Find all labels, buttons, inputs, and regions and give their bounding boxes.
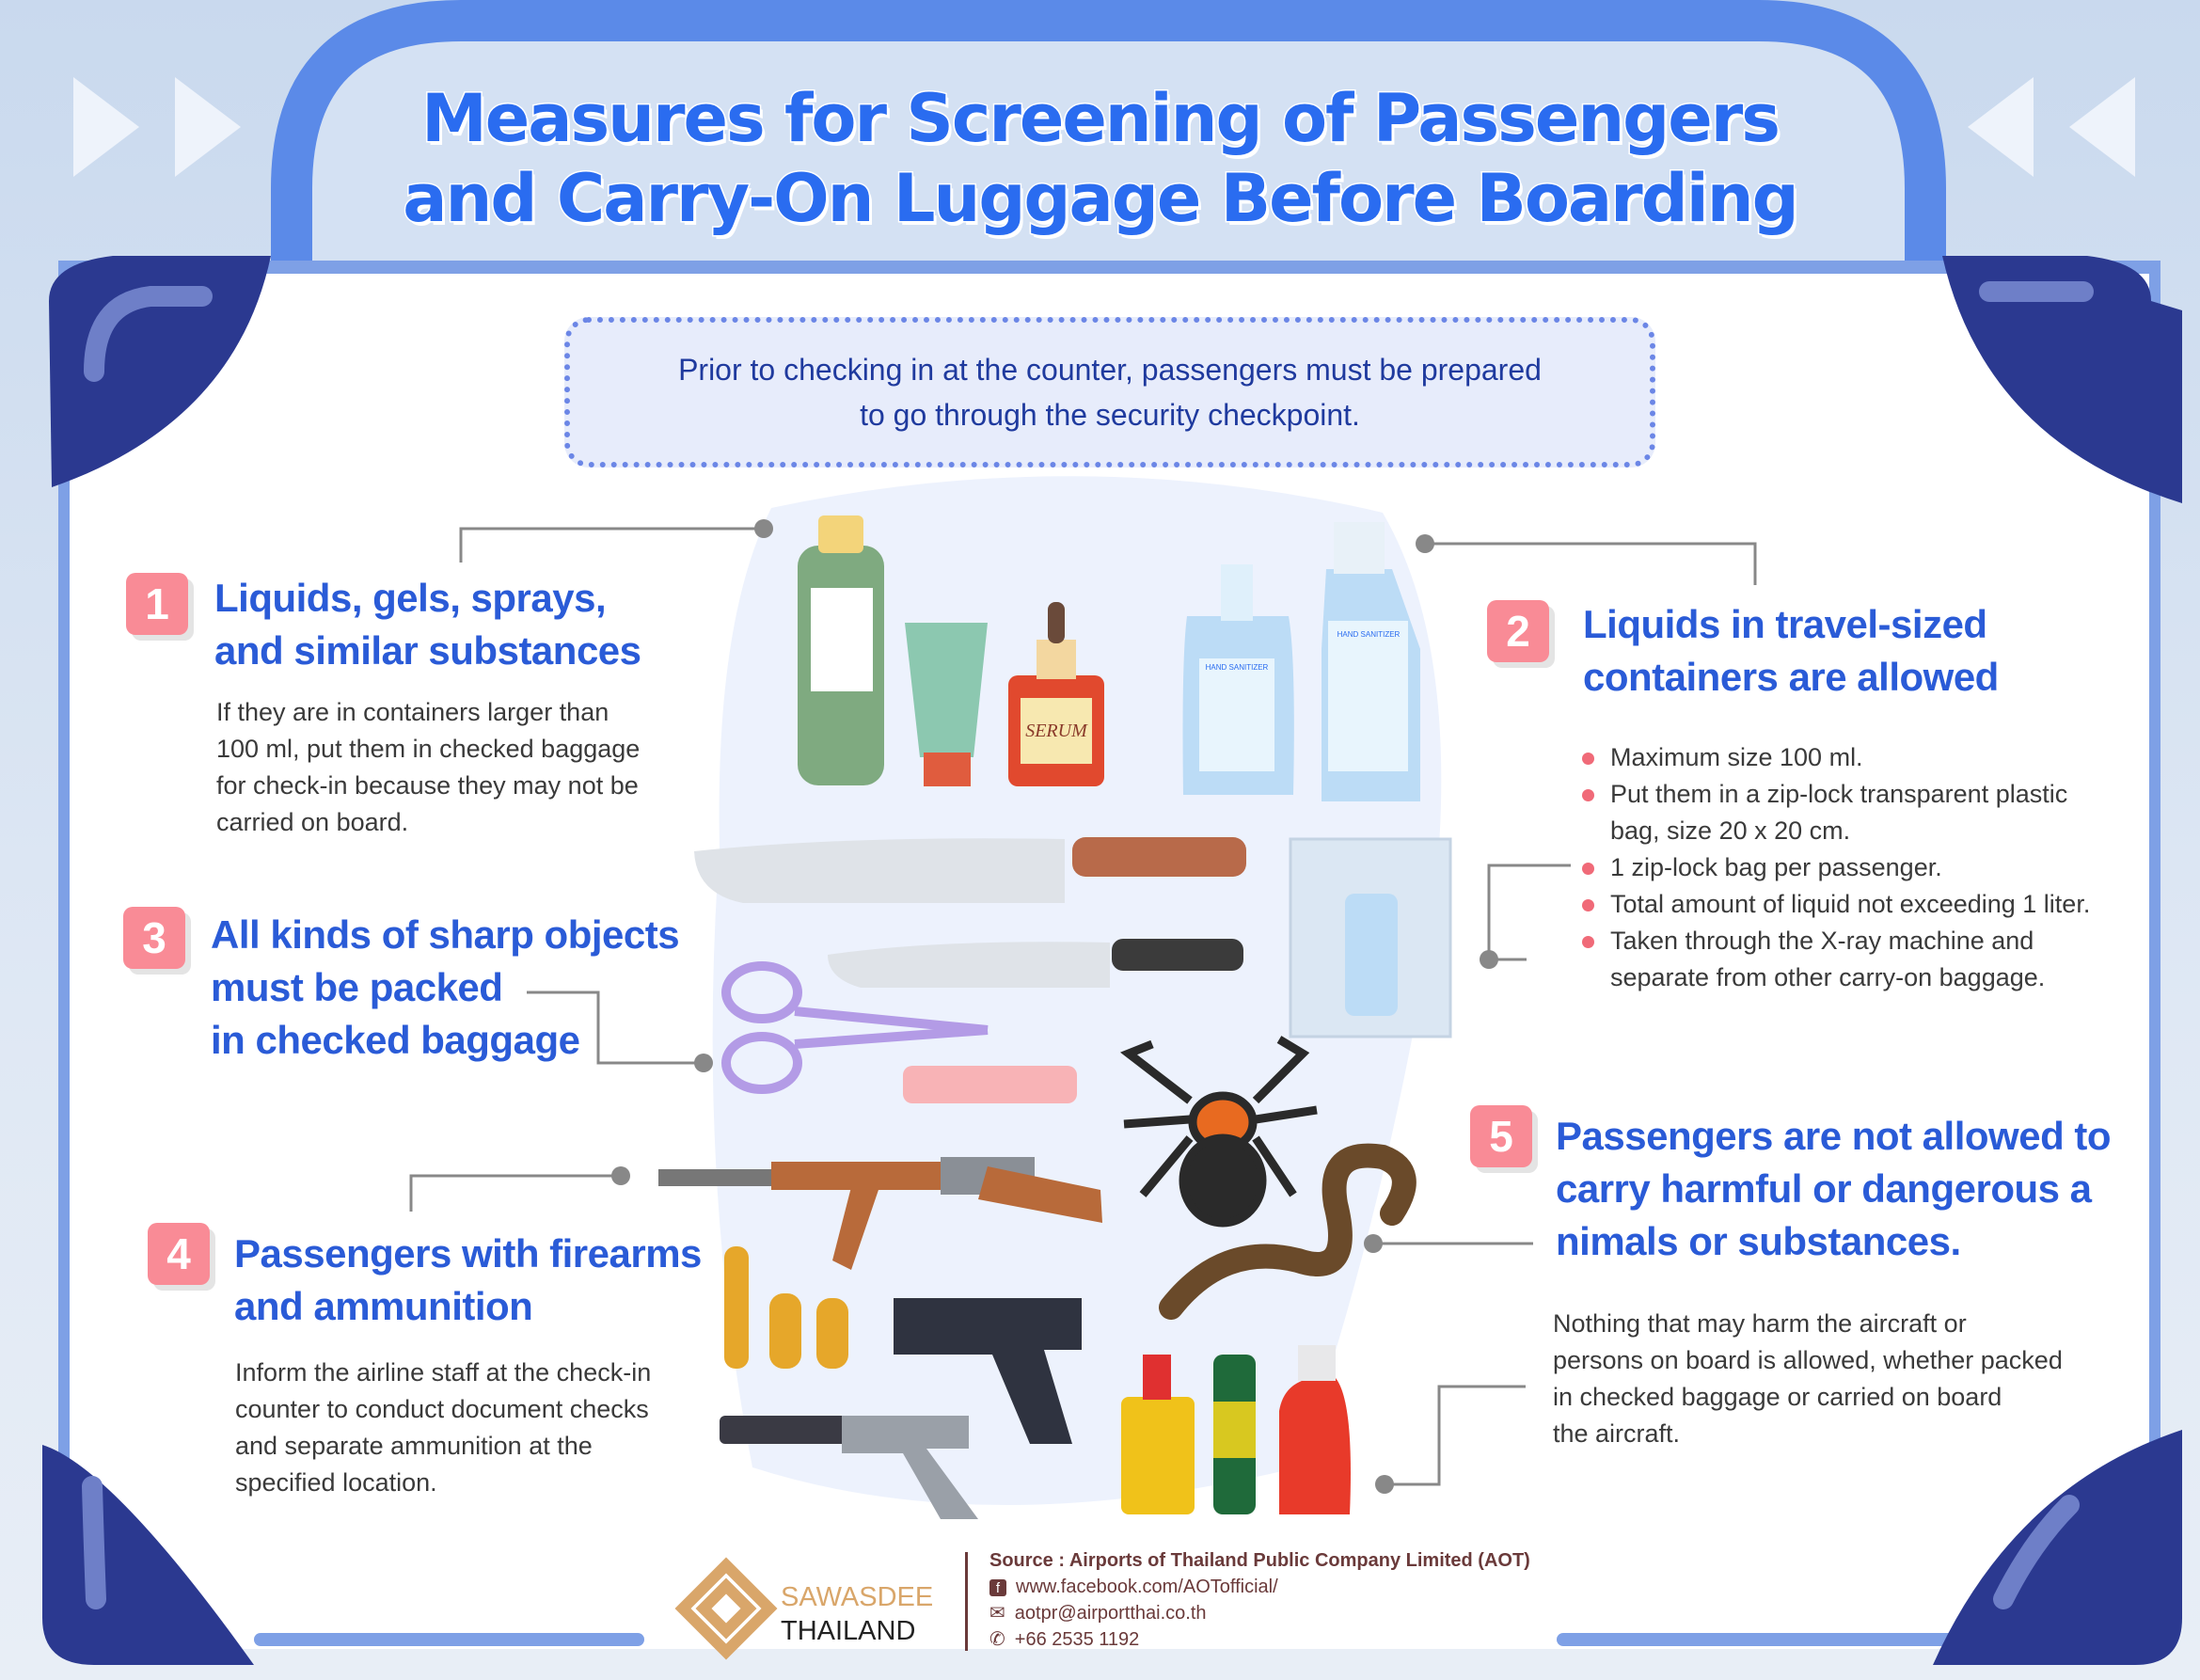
bullets-illustration [724, 1246, 848, 1369]
intro-notice: Prior to checking in at the counter, pas… [564, 317, 1655, 468]
section-4-body: Inform the airline staff at the check-in… [235, 1358, 652, 1497]
intro-line1: Prior to checking in at the counter, pas… [678, 353, 1542, 387]
bullet-item: Total amount of liquid not exceeding 1 l… [1582, 886, 2109, 923]
facebook-row: f www.facebook.com/AOTofficial/ [989, 1574, 1530, 1600]
bullet-item: Maximum size 100 ml. [1582, 739, 2109, 776]
section-1-heading: Liquids, gels, sprays,and similar substa… [214, 576, 641, 673]
email-row: ✉ aotpr@airportthai.co.th [989, 1600, 1530, 1626]
scissors-illustration [721, 961, 989, 1094]
phone-number: +66 2535 1192 [1014, 1629, 1140, 1650]
title-arch [271, 0, 1946, 266]
footer-source: Source : Airports of Thailand Public Com… [989, 1547, 1530, 1653]
spider-illustration [1119, 1036, 1318, 1228]
section-3-badge: 3 [123, 907, 185, 969]
intro-line2: to go through the security checkpoint. [860, 398, 1360, 432]
page-title-line2: and Carry-On Luggage Before Boarding [402, 159, 1800, 239]
arrow-right-icons [73, 77, 241, 177]
knives-illustration [694, 837, 1246, 988]
facebook-icon: f [989, 1579, 1006, 1596]
connector-dots [611, 519, 1498, 1494]
footer-logo-text: SAWASDEE THAILAND [781, 1582, 934, 1646]
zip-lock-bag-illustration [1289, 837, 1452, 1038]
hazardous-chemicals-illustration [1121, 1345, 1351, 1514]
svg-text:SERUM: SERUM [1025, 721, 1088, 741]
section-2-badge: 2 [1487, 600, 1549, 662]
nail-clipper-illustration [903, 1066, 1077, 1103]
connector-lines [409, 527, 1757, 1486]
section-5-badge: 5 [1470, 1105, 1532, 1167]
phone-icon: ✆ [989, 1629, 1005, 1650]
section-4-badge: 4 [148, 1223, 210, 1285]
svg-text:HAND SANITIZER: HAND SANITIZER [1206, 663, 1269, 672]
facebook-link[interactable]: www.facebook.com/AOTofficial/ [1016, 1577, 1278, 1597]
mail-icon: ✉ [989, 1603, 1005, 1624]
bullet-item: Taken through the X-ray machine and sepa… [1582, 923, 2109, 996]
page-title-line1: Measures for Screening of Passengers [420, 79, 1782, 159]
phone-row: ✆ +66 2535 1192 [989, 1626, 1530, 1653]
section-1-badge: 1 [126, 573, 188, 635]
email-link[interactable]: aotpr@airportthai.co.th [1014, 1603, 1207, 1624]
svg-text:HAND SANITIZER: HAND SANITIZER [1337, 630, 1401, 639]
bullet-item: 1 zip-lock bag per passenger. [1582, 849, 2109, 886]
arrow-left-icons [1968, 77, 2135, 177]
sawasdee-logo-icon [674, 1557, 778, 1660]
source-text: Source : Airports of Thailand Public Com… [989, 1550, 1530, 1571]
pistols-illustration [720, 1298, 1082, 1519]
snake-illustration [1159, 1143, 1417, 1320]
bullet-item: Put them in a zip-lock transparent plast… [1582, 776, 2109, 849]
liquid-bottles-illustration: SERUM HAND SANITIZER HAND SANITIZER [798, 515, 1420, 801]
rifle-illustration [658, 1157, 1102, 1270]
section-2-bullets: Maximum size 100 ml. Put them in a zip-l… [1582, 739, 2109, 996]
